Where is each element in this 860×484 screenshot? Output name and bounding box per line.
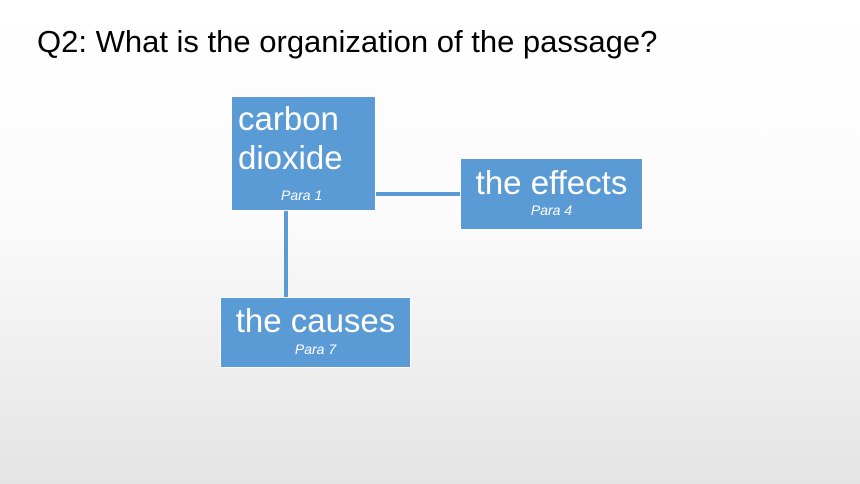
node-label: carbon dioxide [238,100,343,176]
node-paragraph-ref: Para 1 [281,187,323,203]
slide-title: Q2: What is the organization of the pass… [37,24,658,59]
connector-co2-to-effects [375,192,461,196]
node-paragraph-ref: Para 7 [294,341,337,357]
node-carbon-dioxide: carbon dioxide Para 1 [231,96,376,211]
node-label: the effects [475,164,628,201]
node-causes: the causes Para 7 [220,297,411,368]
node-effects: the effects Para 4 [460,158,643,230]
node-label: the causes [235,302,396,339]
connector-co2-to-causes [284,210,288,298]
node-paragraph-ref: Para 4 [530,202,573,218]
